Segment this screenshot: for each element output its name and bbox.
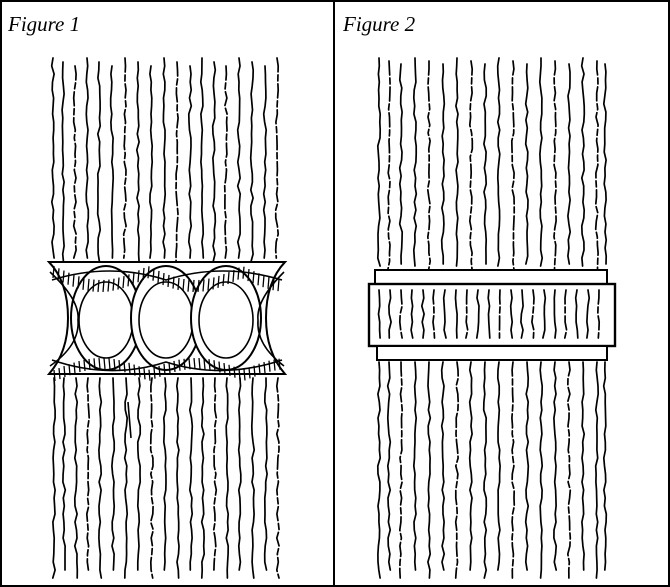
figure-2-panel: Figure 2 [335, 0, 670, 587]
figure-2-drawing [335, 0, 670, 587]
fiber-upper [484, 64, 486, 264]
fiber-upper [251, 62, 254, 262]
fiber-upper [137, 62, 139, 262]
fiber-lower [604, 362, 607, 570]
fiber-upper [568, 64, 570, 264]
fiber-upper [388, 61, 390, 269]
fiber-upper [498, 58, 500, 266]
fiber-lower [540, 362, 542, 578]
fiber-lower [151, 378, 154, 578]
fiber-break [128, 402, 131, 438]
fiber-lower [512, 362, 514, 578]
fiber-lower [484, 362, 487, 578]
swelling-bulb-inner [139, 282, 193, 358]
fiber-upper [163, 58, 165, 258]
fiber-upper [378, 58, 380, 266]
fiber-lower [112, 378, 114, 570]
band-ring-top [375, 270, 607, 284]
fiber-upper [512, 61, 514, 269]
fiber-upper [74, 66, 76, 258]
fiber-upper [604, 64, 606, 264]
fiber-lower [596, 362, 599, 578]
fiber-lower [138, 378, 140, 570]
fiber-upper [582, 58, 585, 266]
swelling-bulb-inner [199, 282, 253, 358]
fiber-upper [554, 61, 556, 269]
fiber-upper [540, 58, 542, 266]
figure-1-panel: Figure 1 [0, 0, 333, 587]
fiber-lower [470, 362, 472, 570]
fiber-upper [596, 61, 598, 269]
swelling-bulb-inner [79, 282, 133, 358]
fiber-lower [378, 362, 380, 578]
fiber-lower [265, 378, 267, 570]
fiber-lower [75, 378, 78, 578]
fiber-upper [442, 64, 445, 264]
fiber-lower [214, 378, 217, 570]
fiber-lower [202, 378, 205, 578]
fiber-upper [264, 66, 267, 258]
fiber-upper [189, 66, 192, 258]
fiber-upper [213, 62, 216, 262]
fiber-lower [53, 378, 55, 578]
fiber-lower [498, 362, 500, 570]
fiber-upper [456, 58, 458, 266]
band-ring-bottom [377, 346, 607, 360]
fiber-lower [388, 362, 391, 570]
fiber-upper [428, 61, 431, 269]
fiber-lower [526, 362, 529, 570]
fiber-lower [277, 378, 279, 578]
fiber-lower [582, 362, 584, 570]
fiber-upper [150, 66, 152, 258]
fiber-upper [52, 58, 54, 258]
fiber-lower [456, 362, 459, 578]
cuticle-hatch-top [278, 279, 279, 291]
fiber-lower [164, 378, 166, 570]
fiber-lower [87, 378, 89, 570]
fiber-lower [428, 362, 430, 578]
fiber-lower [226, 378, 228, 578]
fiber-lower [63, 378, 65, 570]
figure-1-drawing [0, 0, 333, 587]
fiber-upper [176, 62, 178, 262]
fiber-lower [414, 362, 416, 570]
fiber-upper [201, 58, 204, 258]
fiber-upper [62, 62, 64, 262]
fiber-upper [414, 58, 417, 266]
fiber-upper [111, 66, 114, 258]
fiber-lower [99, 378, 101, 578]
fiber-upper [400, 64, 403, 264]
fiber-upper [86, 58, 88, 258]
fiber-upper [470, 61, 473, 269]
fiber-lower [568, 362, 571, 578]
fiber-lower [239, 378, 241, 570]
fiber-upper [238, 58, 241, 258]
fiber-lower [252, 378, 254, 578]
fiber-lower [400, 362, 402, 578]
fiber-upper [276, 58, 279, 258]
fiber-lower [442, 362, 445, 570]
fiber-lower [125, 378, 128, 578]
fiber-lower [554, 362, 556, 570]
fiber-lower [177, 378, 179, 578]
fiber-upper [124, 58, 126, 258]
fiber-upper [526, 64, 528, 264]
fiber-upper [98, 62, 101, 262]
fiber-upper [225, 66, 227, 258]
fiber-lower [190, 378, 193, 570]
